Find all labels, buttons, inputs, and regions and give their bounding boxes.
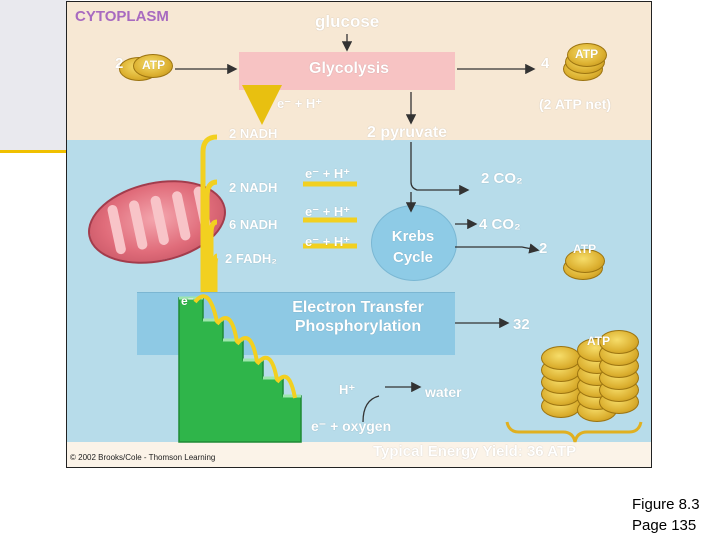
electron-hplus-1: e⁻ + H⁺ [277,96,323,111]
hplus-label: H⁺ [339,382,356,397]
atp-net-label: (2 ATP net) [539,96,612,112]
electron-hplus-2: e⁻ + H⁺ [305,166,351,181]
slide-accent-line [0,150,70,153]
glycolysis-label: Glycolysis [309,60,390,77]
electron-hplus-3: e⁻ + H⁺ [305,204,351,219]
atp-out-label: ATP [575,47,599,61]
nadh-6-label: 6 NADH [229,217,278,232]
water-label: water [425,384,462,400]
etp-electron-label: e⁻ [181,294,195,308]
atp-out-count: 4 [541,55,550,72]
oxygen-label: e⁻ + oxygen [311,418,392,434]
caption-figure-number: Figure 8.3 [632,496,700,513]
nadh-glycolysis: 2 NADH [229,126,278,141]
co2-2-label: 4 CO₂ [479,216,521,233]
krebs-cycle-circle [371,205,457,281]
pyruvate-label: 2 pyruvate [367,124,448,141]
figure-footer [67,442,651,467]
atp-coin-out [567,43,607,67]
atp-in-label: ATP [142,58,166,72]
etp-label: Electron Transfer Phosphorylation [292,299,424,335]
aerobic-respiration-figure: CYTOPLASM glucose Glycolysis 2 ATP 4 ATP… [66,1,652,468]
etp-atp-label: ATP [587,334,611,348]
atp-in-count: 2 [115,55,124,72]
slide-decoration [0,0,70,150]
energy-yield-label: Typical Energy Yield: 36 ATP [373,443,577,460]
electron-hplus-4: e⁻ + H⁺ [305,234,351,249]
nadh-2-label: 2 NADH [229,180,278,195]
figure-caption: Figure 8.3 Page 135 [632,494,700,536]
glycolysis-box [239,52,455,90]
atp-coin-krebs [565,249,605,273]
krebs-cycle-label: Krebs Cycle [391,228,435,266]
caption-page-number: Page 135 [632,517,697,534]
co2-1-label: 2 CO₂ [481,170,523,187]
etp-atp-count: 32 [513,316,530,333]
fadh2-label: 2 FADH₂ [225,251,278,266]
pathway-arrows [175,34,643,443]
krebs-atp-label: ATP [573,242,597,256]
copyright-label: © 2002 Brooks/Cole - Thomson Learning [70,453,216,462]
atp-coin-stack [599,330,639,354]
cytoplasm-label: CYTOPLASM [75,8,169,25]
atp-coin-stack [541,346,581,370]
atp-coin-in [133,54,173,78]
glucose-label: glucose [315,12,380,31]
krebs-atp-count: 2 [539,240,548,257]
